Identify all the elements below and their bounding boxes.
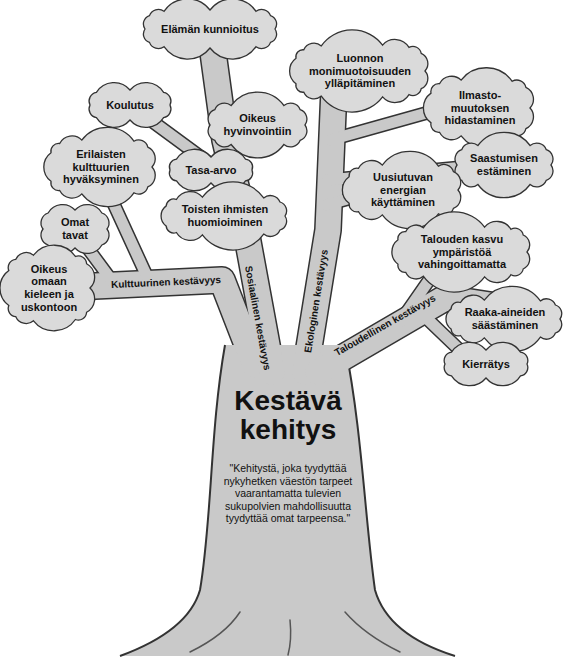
cloud-text: Tasa-arvo: [185, 164, 236, 177]
cloud-outline: [89, 83, 171, 128]
trunk-title: Kestävä kehitys: [213, 386, 363, 445]
cloud-node: Saastumisen estäminen: [452, 140, 556, 190]
cloud-node: Toisten ihmisten huomioiminen: [160, 192, 290, 240]
cloud-outline: [290, 30, 428, 112]
cloud-outline: [208, 92, 307, 158]
cloud-outline: [44, 127, 155, 206]
cloud-text: Toisten ihmisten huomioiminen: [174, 203, 276, 228]
cloud-node: Talouden kasvu ympäristöä vahingoittamat…: [392, 222, 532, 282]
cloud-outline: [161, 182, 287, 250]
trunk-fill: [120, 345, 455, 656]
cloud-node: Erilaisten kulttuurien hyväksyminen: [45, 135, 157, 199]
cloud-node: Luonnon monimuotoisuuden ylläpitäminen: [290, 40, 430, 102]
cloud-node: Uusiutuvan energian käyttäminen: [343, 160, 463, 220]
cloud-node: Oikeus omaan kieleen ja uskontoon: [3, 250, 95, 326]
cloud-text: Kierrätys: [462, 358, 510, 371]
cloud-node: Koulutus: [85, 85, 175, 125]
cloud-text: Saastumisen estäminen: [466, 152, 542, 177]
cloud-text: Luonnon monimuotoisuuden ylläpitäminen: [304, 52, 416, 90]
cloud-text: Raaka-aineiden säästäminen: [459, 306, 551, 331]
cloud-node: Tasa-arvo: [165, 152, 257, 188]
cloud-text: Omat tavat: [52, 216, 98, 241]
cloud-node: Ilmasto- muutoksen hidastaminen: [425, 75, 535, 141]
cloud-outline: [455, 132, 553, 197]
roots-part: [190, 612, 240, 652]
branch-fill-part: [52, 45, 490, 372]
cloud-text: Oikeus omaan kieleen ja uskontoon: [17, 263, 81, 314]
cloud-text: Erilaisten kulttuurien hyväksyminen: [59, 148, 143, 186]
cloud-node: Kierrätys: [440, 345, 532, 383]
cloud-node: Oikeus hyvinvointiin: [205, 100, 310, 150]
cloud-outline: [444, 342, 528, 385]
cloud-outline: [392, 212, 530, 292]
cloud-text: Talouden kasvu ympäristöä vahingoittamat…: [406, 233, 518, 271]
cloud-text: Koulutus: [106, 99, 154, 112]
cloud-outline: [0, 245, 95, 331]
branch-outline: [52, 45, 490, 372]
cloud-node: Raaka-aineiden säästäminen: [445, 295, 565, 343]
branch-fill: [52, 45, 490, 372]
roots-part: [288, 620, 291, 655]
branch-outline-part: [52, 45, 490, 372]
cloud-node: Elämän kunnioitus: [140, 5, 280, 53]
cloud-text: Oikeus hyvinvointiin: [219, 112, 296, 137]
definition-quote: "Kehitystä, joka tyydyttää nykyhetken vä…: [218, 462, 358, 525]
roots: [190, 612, 400, 655]
cloud-outline: [143, 0, 276, 59]
roots-part: [345, 612, 400, 652]
cloud-text: Elämän kunnioitus: [161, 23, 259, 36]
cloud-text: Ilmasto- muutoksen hidastaminen: [439, 89, 521, 127]
trunk-outline: [120, 345, 455, 656]
cloud-text: Uusiutuvan energian käyttäminen: [357, 171, 449, 209]
